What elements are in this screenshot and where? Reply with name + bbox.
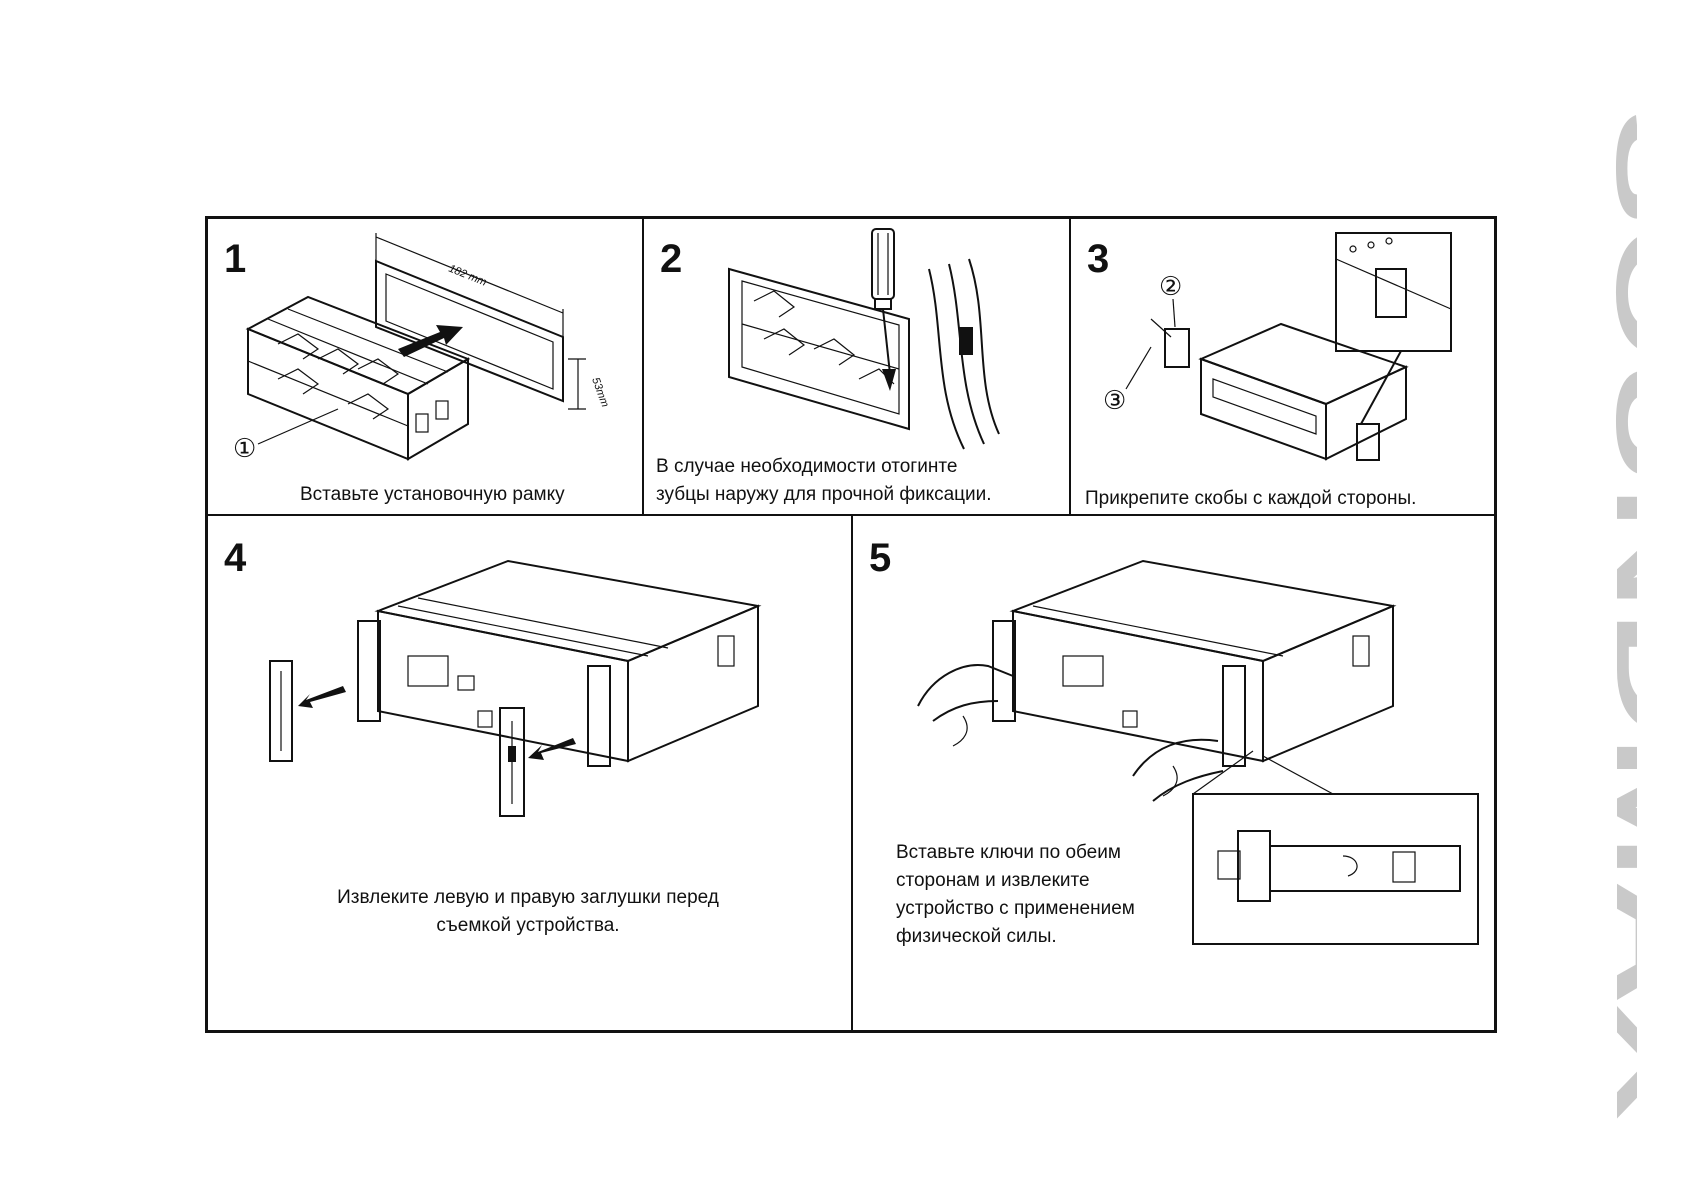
step-3-number: 3 <box>1087 237 1110 281</box>
step-5-number: 5 <box>869 536 892 580</box>
right-hand-with-key <box>1132 738 1224 802</box>
step-4-caption-line-1: Извлеките левую и правую заглушки перед <box>337 887 719 908</box>
callout-3: ③ <box>1103 385 1126 415</box>
step-5-caption: Вставьте ключи по обеим сторонам и извле… <box>896 839 1196 951</box>
head-unit-in-sleeve <box>992 559 1397 767</box>
step-3-illustration: ② ③ <box>1103 232 1452 461</box>
step-4-caption: Извлеките левую и правую заглушки перед … <box>278 884 778 940</box>
detail-inset <box>1335 232 1452 425</box>
sleeve-in-dash <box>728 267 910 431</box>
step-3-panel: 3 ② ③ <box>1071 219 1494 516</box>
step-2-number: 2 <box>660 237 683 281</box>
brand-logo-text: SOUNDMAX <box>1594 110 1637 1120</box>
detail-inset <box>1192 750 1479 945</box>
step-4-illustration <box>269 559 762 817</box>
step-5-caption-line-3: устройство с применением <box>896 898 1135 919</box>
step-2-caption-line-1: В случае необходимости отогинте <box>656 456 958 477</box>
step-1-panel: 1 <box>208 219 644 516</box>
step-5-panel: 5 <box>853 516 1494 1030</box>
left-cover-plug <box>269 660 293 762</box>
step-1-number: 1 <box>224 237 247 281</box>
head-unit-box <box>1198 322 1409 461</box>
screwdriver-icon <box>871 228 896 391</box>
step-2-caption-line-2: зубцы наружу для прочной фиксации. <box>656 484 992 505</box>
step-4-panel: 4 <box>208 516 853 1030</box>
step-2-caption: В случае необходимости отогинте зубцы на… <box>656 453 992 509</box>
left-hand-with-key <box>917 664 1014 747</box>
dim-width: 182 mm <box>447 263 488 289</box>
insert-arrow-icon <box>398 325 463 357</box>
step-1-illustration: 182 mm 53mm ① <box>233 233 611 463</box>
side-bracket <box>1150 318 1380 461</box>
head-unit-in-sleeve <box>357 559 762 767</box>
step-4-number: 4 <box>224 536 247 580</box>
step-2-illustration <box>728 228 1000 450</box>
mounting-sleeve <box>245 295 471 461</box>
step-5-illustration <box>917 559 1479 945</box>
step-2-panel: 2 <box>644 219 1071 516</box>
right-cover-plug <box>499 707 525 817</box>
trim-frame: 182 mm 53mm <box>375 233 611 410</box>
step-3-caption: Прикрепите скобы с каждой стороны. <box>1085 488 1417 509</box>
callout-2: ② <box>1159 271 1182 301</box>
left-arrow-icon <box>298 686 346 708</box>
callout-1: ① <box>233 433 256 463</box>
step-1-caption: Вставьте установочную рамку <box>300 484 565 505</box>
step-5-caption-line-4: физической силы. <box>896 926 1057 947</box>
installation-steps-sheet: 1 <box>205 216 1497 1033</box>
dim-height: 53mm <box>589 376 611 409</box>
step-5-caption-line-2: сторонам и извлеките <box>896 870 1090 891</box>
step-4-caption-line-2: съемкой устройства. <box>436 915 620 936</box>
right-arrow-icon <box>528 738 576 760</box>
step-5-caption-line-1: Вставьте ключи по обеим <box>896 842 1121 863</box>
brand-watermark: SOUNDMAX <box>1545 110 1684 1130</box>
dashboard-side-view <box>928 258 1000 450</box>
